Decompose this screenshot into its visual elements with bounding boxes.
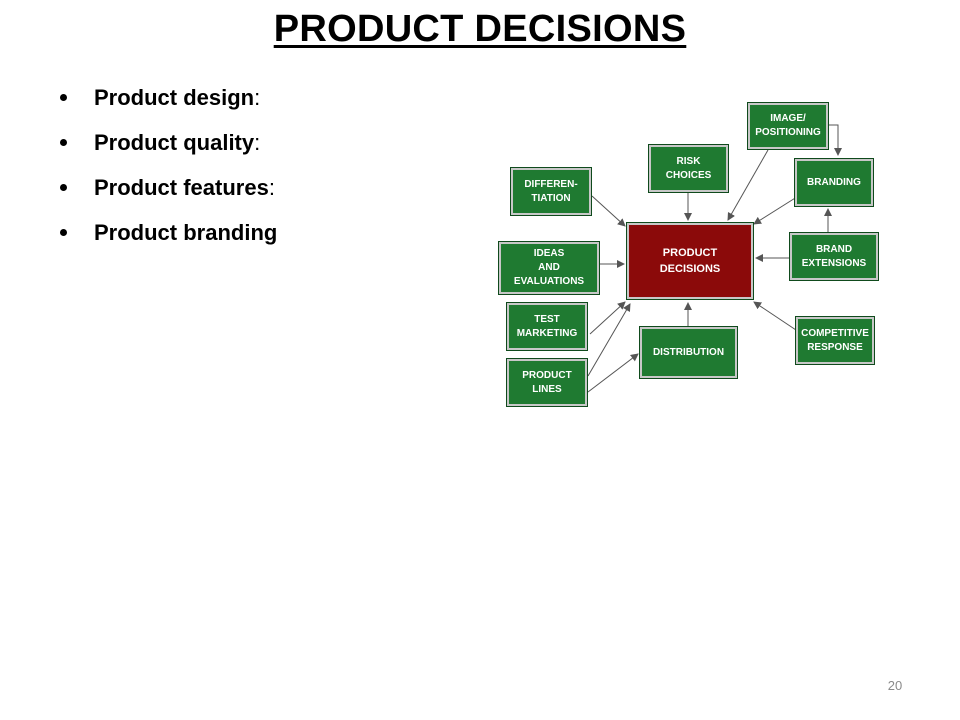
arrow-differentiation-to-center [591, 195, 626, 227]
bullet-term: Product features [94, 175, 269, 200]
bullet-dot-icon [60, 229, 67, 236]
node-distribution: DISTRIBUTION [639, 326, 738, 379]
slide-title: PRODUCT DECISIONS [273, 8, 687, 50]
node-risk-choices: RISK CHOICES [648, 144, 729, 193]
bullet-term: Product quality [94, 130, 255, 155]
bullet-dot-icon [60, 184, 67, 191]
node-test-marketing: TEST MARKETING [506, 302, 588, 351]
bullet-item-product-features: Product features: [58, 170, 277, 215]
bullet-dot-icon [60, 94, 67, 101]
page-number: 20 [887, 678, 903, 693]
node-brand-extensions: BRAND EXTENSIONS [789, 232, 879, 281]
arrow-image-to-branding [828, 124, 842, 156]
node-competitive-response: COMPETITIVE RESPONSE [795, 316, 875, 365]
bullet-term: Product branding [94, 220, 278, 245]
bullet-term: Product design [94, 85, 255, 110]
bullet-suffix: : [254, 130, 261, 155]
arrow-product-lines-to-distribution [587, 353, 639, 393]
node-differentiation: DIFFEREN- TIATION [510, 167, 592, 216]
arrow-product-lines-to-center [587, 303, 631, 377]
bullet-item-product-design: Product design: [58, 80, 277, 125]
node-product-lines: PRODUCT LINES [506, 358, 588, 407]
node-branding: BRANDING [794, 158, 874, 207]
bullet-item-product-branding: Product branding [58, 215, 277, 260]
bullet-dot-icon [60, 139, 67, 146]
bullet-list: Product design: Product quality: Product… [58, 80, 277, 260]
bullet-suffix: : [254, 85, 261, 110]
arrow-branding-to-center [753, 194, 801, 225]
arrow-competitive-to-center [753, 301, 797, 331]
node-image-positioning: IMAGE/ POSITIONING [747, 102, 829, 150]
arrow-image-to-center [727, 149, 769, 221]
node-product-decisions-center: PRODUCT DECISIONS [626, 222, 754, 300]
bullet-item-product-quality: Product quality: [58, 125, 277, 170]
node-ideas-evaluations: IDEAS AND EVALUATIONS [498, 241, 600, 295]
bullet-suffix: : [268, 175, 275, 200]
arrow-test-marketing-to-center [589, 301, 626, 335]
